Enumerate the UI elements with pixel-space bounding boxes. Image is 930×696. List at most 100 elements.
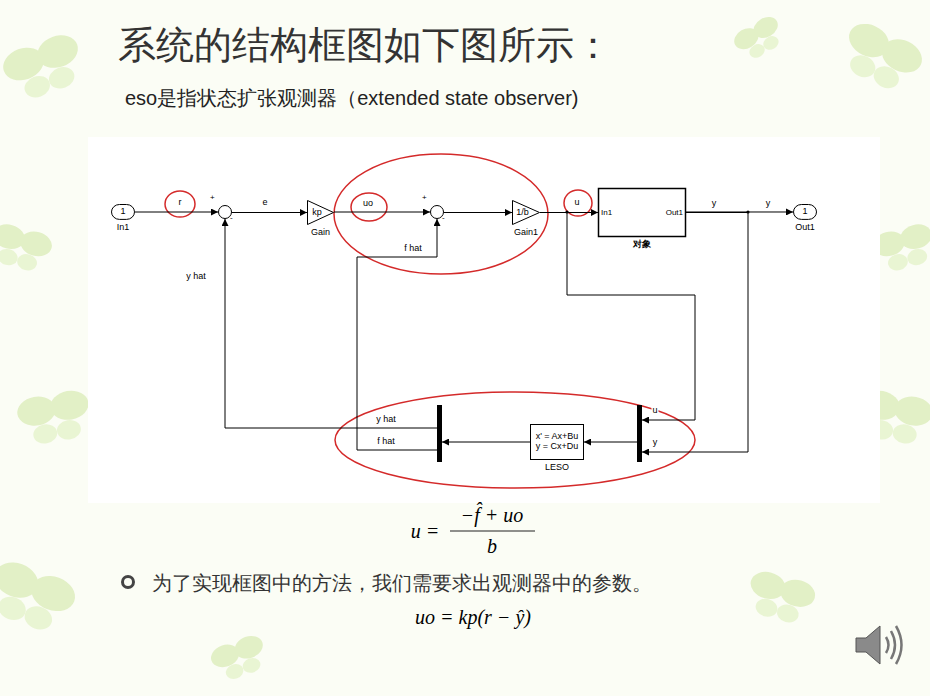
- butterfly-wing: [33, 30, 83, 74]
- gain-block: 1/bGain1: [512, 200, 540, 225]
- block-text: kp: [312, 208, 322, 218]
- block-body: x' = Ax+Buy = Cx+Du: [530, 424, 584, 460]
- sum-block: +-: [430, 205, 444, 219]
- butterfly-wing: [886, 252, 909, 273]
- sum-block: +-: [218, 205, 232, 219]
- block-caption: Gain: [311, 228, 330, 238]
- signal-label: y hat: [185, 272, 207, 282]
- butterfly: [0, 221, 55, 275]
- sign-label: -: [442, 214, 445, 223]
- bar-fill: [437, 405, 442, 462]
- fraction-bar: [450, 530, 535, 531]
- butterfly-wing: [0, 593, 29, 624]
- subtitle-note: eso是指状态扩张观测器（extended state observer): [125, 85, 579, 112]
- highlight-ellipses: [165, 154, 695, 488]
- gain-outline: [513, 201, 540, 225]
- block-text: Out1: [666, 208, 683, 217]
- highlight-ellipse: [165, 191, 195, 217]
- butterfly: [15, 388, 94, 448]
- block-caption: Gain1: [514, 228, 538, 238]
- block-body: [218, 205, 232, 219]
- signal-label: uo: [362, 199, 374, 209]
- signal-label: u: [573, 198, 580, 208]
- block-caption: 对象: [633, 240, 651, 250]
- sign-label: -: [230, 214, 233, 223]
- signal-line: [334, 212, 430, 213]
- signal-line: [357, 219, 437, 450]
- box-outline: [599, 189, 686, 237]
- mux-bar: [637, 405, 642, 462]
- block-body: kp: [307, 200, 334, 225]
- diagram-panel: [88, 137, 880, 503]
- butterfly-wing: [897, 221, 930, 252]
- butterfly-wing: [48, 388, 91, 423]
- signal-label: e: [261, 198, 268, 208]
- block-text: 1/b: [516, 208, 529, 218]
- block-body: 1: [793, 204, 817, 220]
- state-space-block: x' = Ax+Buy = Cx+DuLESO: [530, 424, 584, 460]
- butterfly-decoration: [0, 13, 930, 685]
- butterfly: [743, 568, 818, 628]
- port-outline: [112, 205, 135, 220]
- butterfly-wing: [891, 422, 918, 445]
- block-outline: [637, 405, 642, 462]
- block-body: [437, 405, 442, 462]
- formula-denominator: b: [487, 535, 497, 558]
- signal-line: [584, 442, 637, 443]
- butterfly-wing: [32, 422, 59, 445]
- butterfly-wing: [754, 596, 780, 619]
- highlight-ellipse: [351, 193, 387, 221]
- outport-block: 1Out1: [793, 204, 817, 220]
- butterfly-wing: [870, 62, 902, 92]
- signal-label: u: [651, 406, 658, 416]
- signal-label: y: [765, 199, 772, 209]
- block-text: 1: [802, 207, 807, 217]
- signal-label: f hat: [403, 244, 423, 254]
- formula-text: u =: [411, 520, 440, 543]
- speaker-wave: [891, 631, 895, 659]
- block-caption: LESO: [545, 463, 569, 473]
- butterfly: [0, 30, 90, 106]
- butterfly: [730, 13, 788, 65]
- speaker-wave: [886, 637, 889, 653]
- demux-bar: [437, 405, 442, 462]
- butterfly-wing: [775, 602, 801, 625]
- block-body: [430, 205, 444, 219]
- signal-line: [444, 212, 512, 213]
- speaker-body: [856, 626, 880, 664]
- butterfly-wing: [906, 247, 929, 268]
- block-outline: [218, 205, 232, 219]
- butterfly-wing: [241, 656, 263, 676]
- inport-block: 1In1: [111, 204, 135, 220]
- port-outline: [794, 205, 817, 220]
- block-outline: [437, 405, 442, 462]
- butterfly-wing: [15, 252, 38, 273]
- box-outline: [531, 425, 584, 460]
- block-body: [637, 405, 642, 462]
- gain-block: kpGain: [307, 200, 334, 225]
- butterfly-wing: [21, 603, 55, 634]
- block-outline: [430, 205, 444, 219]
- butterfly-wing: [232, 632, 266, 662]
- butterfly: [835, 18, 928, 98]
- butterfly-wing: [0, 247, 19, 268]
- plant-block: In1Out1对象: [598, 188, 686, 237]
- signal-label: y hat: [375, 415, 397, 425]
- signal-line: [135, 212, 218, 213]
- slide-title: 系统的结构框图如下图所示：: [118, 20, 612, 71]
- block-text: x' = Ax+Bu: [536, 432, 579, 442]
- block-body: 1: [111, 204, 135, 220]
- sum-outline: [431, 206, 444, 219]
- butterfly-wing: [892, 394, 930, 429]
- bar-fill: [637, 405, 642, 462]
- butterfly-wing: [46, 64, 78, 92]
- sign-label: +: [422, 194, 427, 203]
- bullet-mark: [123, 577, 134, 588]
- speaker-icon: [856, 626, 902, 664]
- sign-label: +: [210, 194, 215, 203]
- block-text: 1: [120, 207, 125, 217]
- block-caption: Out1: [795, 223, 815, 233]
- butterfly-wing: [21, 72, 53, 100]
